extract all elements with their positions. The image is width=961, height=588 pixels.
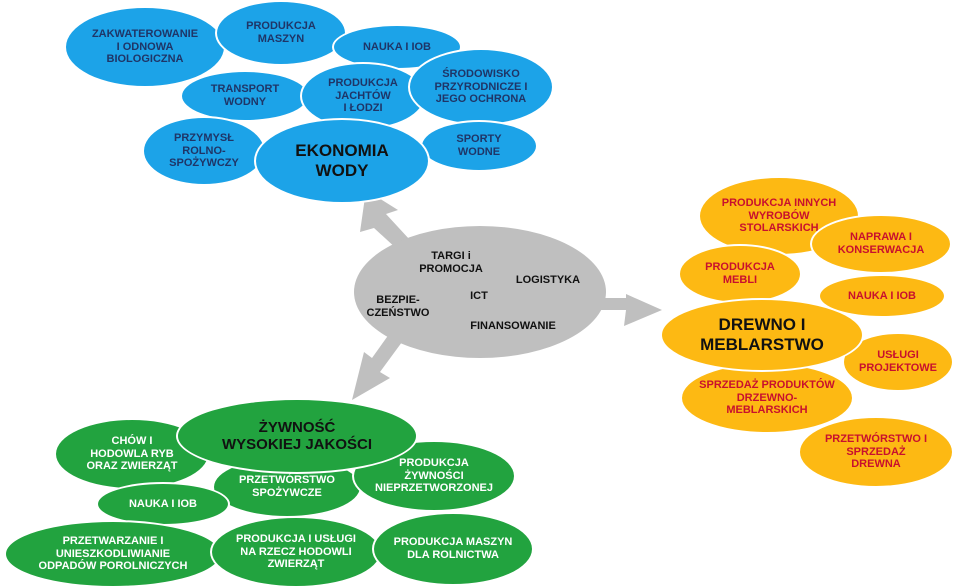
center-ellipse — [354, 226, 606, 358]
orange-hub-drewno: DREWNO I MEBLARSTWO — [660, 298, 864, 372]
center-label-bezpieczenstwo: BEZPIE- CZEŃSTWO — [366, 294, 430, 320]
blue-node-transport: TRANSPORT WODNY — [180, 70, 310, 122]
center-label-targi: TARGI i PROMOCJA — [419, 250, 483, 276]
green-hub-zywnosc: ŻYWNOŚĆ WYSOKIEJ JAKOŚCI — [176, 398, 418, 474]
orange-node-meble: PRODUKCJA MEBLI — [678, 244, 802, 304]
center-label-ict: ICT — [470, 290, 488, 302]
green-node-nauka: NAUKA I IOB — [96, 482, 230, 526]
orange-node-nauka: NAUKA I IOB — [818, 274, 946, 318]
arrow-down-icon — [352, 330, 402, 400]
orange-node-sprzedaz: SPRZEDAŻ PRODUKTÓW DRZEWNO- MEBLARSKICH — [680, 362, 854, 434]
arrow-right-icon — [590, 294, 662, 326]
arrow-up-icon — [360, 190, 410, 250]
center-label-logistyka: LOGISTYKA — [515, 274, 581, 286]
orange-node-naprawa: NAPRAWA I KONSERWACJA — [810, 214, 952, 274]
blue-node-produkcja-maszyn: PRODUKCJA MASZYN — [215, 0, 347, 66]
blue-node-srodowisko: ŚRODOWISKO PRZYRODNICZE I JEGO OCHRONA — [408, 48, 554, 126]
orange-node-przetworstwo: PRZETWÓRSTWO I SPRZEDAŻ DREWNA — [798, 416, 954, 488]
blue-node-zakwaterowanie: ZAKWATEROWANIE I ODNOWA BIOLOGICZNA — [64, 6, 226, 88]
blue-node-sporty: SPORTY WODNE — [420, 120, 538, 172]
center-label-finansowanie: FINANSOWANIE — [470, 320, 556, 332]
green-node-hodowla: PRODUKCJA I USŁUGI NA RZECZ HODOWLI ZWIE… — [210, 516, 382, 588]
green-node-odpady: PRZETWARZANIE I UNIESZKODLIWIANIE ODPADÓ… — [4, 520, 222, 588]
blue-hub-ekonomia-wody: EKONOMIA WODY — [254, 118, 430, 204]
green-node-maszyny: PRODUKCJA MASZYN DLA ROLNICTWA — [372, 512, 534, 586]
blue-node-przemysl: PRZYMYSŁ ROLNO- SPOŻYWCZY — [142, 116, 266, 186]
